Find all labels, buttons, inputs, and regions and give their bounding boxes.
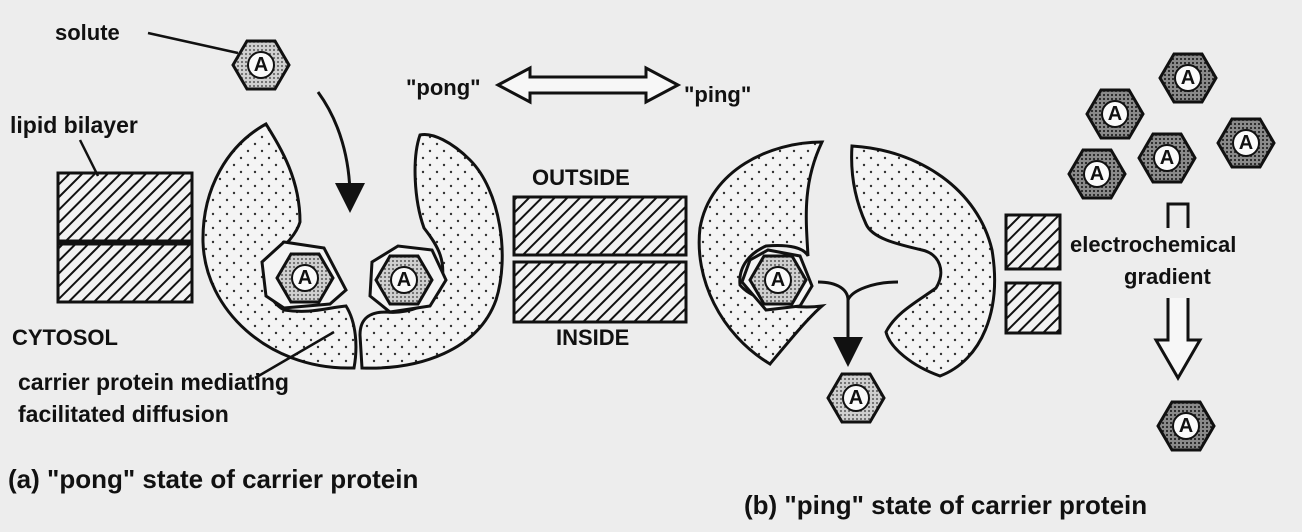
lipid-bilayer-label: lipid bilayer (10, 112, 138, 138)
molecule-letter: A (849, 387, 863, 409)
molecule-letter: A (1108, 103, 1122, 125)
carrier-label-line1: carrier protein mediating (18, 369, 289, 395)
gradient-label-line1: electrochemical (1070, 232, 1236, 257)
inside-label: INSIDE (556, 325, 629, 350)
solute-release-arrow (818, 282, 848, 352)
solute-release-arrow-branch (848, 282, 898, 300)
solute-entry-arrow (318, 92, 350, 198)
lipid-bilayer-pointer (80, 140, 98, 176)
ping-label: "ping" (684, 82, 751, 107)
carrier-protein-b-right-half (852, 146, 995, 376)
molecule-letter: A (1239, 132, 1253, 154)
membrane-a-lower (58, 244, 192, 302)
caption-a: (a) "pong" state of carrier protein (8, 464, 418, 494)
gradient-arrow (1156, 298, 1200, 378)
molecule-letter: A (397, 269, 411, 291)
molecule-letter: A (1181, 67, 1195, 89)
cytosol-label: CYTOSOL (12, 325, 118, 350)
molecule-letter: A (1179, 415, 1193, 437)
solute-label: solute (55, 20, 120, 45)
membrane-b-lower (1006, 283, 1060, 333)
pong-label: "pong" (406, 75, 481, 100)
ping-pong-double-arrow (498, 68, 678, 102)
membrane-a-upper (58, 173, 192, 241)
molecule-letter: A (1090, 163, 1104, 185)
molecule-letter: A (254, 54, 268, 76)
membrane-center-lower (514, 262, 686, 322)
caption-b: (b) "ping" state of carrier protein (744, 490, 1147, 520)
carrier-label-line2: facilitated diffusion (18, 401, 229, 427)
membrane-center-upper (514, 197, 686, 255)
molecule-letter: A (771, 269, 785, 291)
molecule-letter: A (298, 267, 312, 289)
outside-label: OUTSIDE (532, 165, 630, 190)
membrane-b-upper (1006, 215, 1060, 269)
solute-pointer (148, 33, 238, 53)
gradient-label-line2: gradient (1124, 264, 1211, 289)
gradient-arrow-shaft-top (1168, 204, 1188, 228)
molecule-letter: A (1160, 147, 1174, 169)
